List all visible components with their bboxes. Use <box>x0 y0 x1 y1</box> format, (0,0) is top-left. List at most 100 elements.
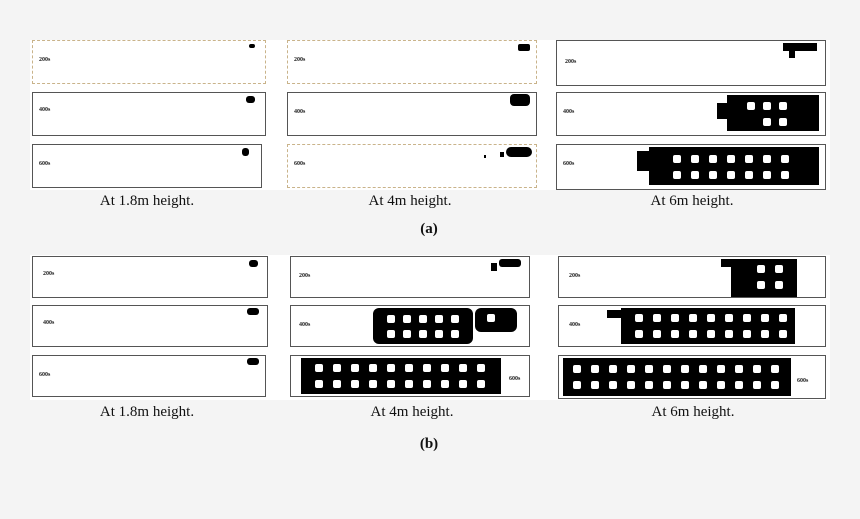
smoke-window <box>663 365 671 373</box>
smoke-window <box>771 381 779 389</box>
smoke-window <box>727 155 735 163</box>
smoke-window <box>725 330 733 338</box>
snapshot-a-4m-200s: 200s <box>287 40 537 84</box>
panel-label: (b) <box>419 436 439 452</box>
smoke-window <box>351 364 359 372</box>
smoke-window <box>369 364 377 372</box>
time-label: 600s <box>39 161 51 167</box>
snapshot-a-1p8m-600s: 600s <box>32 144 262 188</box>
time-label: 600s <box>509 376 521 382</box>
smoke-window <box>689 314 697 322</box>
snapshot-b-4m-400s: 400s <box>290 305 530 347</box>
snapshot-a-4m-600s: 600s <box>287 144 537 188</box>
time-label: 400s <box>39 107 51 113</box>
smoke-patch <box>491 263 497 271</box>
panel-label: (a) <box>420 221 438 237</box>
smoke-window <box>609 381 617 389</box>
smoke-window <box>591 381 599 389</box>
smoke-patch <box>789 50 795 58</box>
smoke-window <box>745 171 753 179</box>
smoke-window <box>709 171 717 179</box>
time-label: 200s <box>299 273 311 279</box>
smoke-window <box>405 380 413 388</box>
snapshot-b-4m-600s: 600s <box>290 355 530 397</box>
smoke-window <box>681 365 689 373</box>
time-label: 400s <box>43 320 55 326</box>
smoke-window <box>635 330 643 338</box>
smoke-window <box>387 330 395 338</box>
time-label: 400s <box>299 322 311 328</box>
smoke-window <box>671 314 679 322</box>
smoke-window <box>419 330 427 338</box>
smoke-window <box>743 314 751 322</box>
smoke-window <box>333 364 341 372</box>
smoke-window <box>387 364 395 372</box>
snapshot-b-4m-200s: 200s <box>290 256 530 298</box>
smoke-window <box>717 365 725 373</box>
smoke-window <box>775 265 783 273</box>
smoke-window <box>635 314 643 322</box>
smoke-window <box>403 330 411 338</box>
column-caption: At 1.8m height. <box>99 193 195 209</box>
smoke-patch <box>475 308 517 332</box>
smoke-window <box>423 380 431 388</box>
smoke-window <box>761 314 769 322</box>
time-label: 200s <box>39 57 51 63</box>
smoke-patch <box>242 148 249 156</box>
snapshot-a-6m-200s: 200s <box>556 40 826 86</box>
smoke-window <box>591 365 599 373</box>
smoke-window <box>645 365 653 373</box>
smoke-window <box>761 330 769 338</box>
smoke-window <box>645 381 653 389</box>
smoke-window <box>689 330 697 338</box>
snapshot-a-6m-400s: 400s <box>556 92 826 136</box>
column-caption: At 4m height. <box>370 404 454 420</box>
smoke-window <box>781 171 789 179</box>
smoke-window <box>387 380 395 388</box>
smoke-window <box>753 365 761 373</box>
smoke-window <box>691 171 699 179</box>
smoke-window <box>315 364 323 372</box>
smoke-window <box>727 171 735 179</box>
smoke-window <box>451 330 459 338</box>
smoke-window <box>573 381 581 389</box>
snapshot-b-6m-200s: 200s <box>558 256 826 298</box>
snapshot-a-1p8m-200s: 200s <box>32 40 266 84</box>
smoke-window <box>369 380 377 388</box>
smoke-window <box>779 102 787 110</box>
time-label: 400s <box>563 109 575 115</box>
smoke-window <box>709 155 717 163</box>
smoke-window <box>775 281 783 289</box>
smoke-window <box>691 155 699 163</box>
smoke-window <box>779 330 787 338</box>
smoke-window <box>477 364 485 372</box>
snapshot-b-6m-400s: 400s <box>558 305 826 347</box>
smoke-window <box>671 330 679 338</box>
smoke-window <box>653 330 661 338</box>
smoke-window <box>699 381 707 389</box>
smoke-window <box>315 380 323 388</box>
smoke-window <box>405 364 413 372</box>
smoke-window <box>487 314 495 322</box>
smoke-window <box>763 118 771 126</box>
smoke-window <box>771 365 779 373</box>
smoke-window <box>717 381 725 389</box>
smoke-patch <box>649 147 819 185</box>
smoke-patch <box>783 43 817 51</box>
smoke-patch <box>563 358 791 396</box>
smoke-window <box>653 314 661 322</box>
snapshot-b-6m-600s: 600s <box>558 355 826 399</box>
smoke-patch <box>518 44 530 51</box>
smoke-window <box>757 265 765 273</box>
column-caption: At 6m height. <box>651 404 735 420</box>
snapshot-a-6m-600s: 600s <box>556 144 826 190</box>
smoke-patch <box>717 103 731 119</box>
smoke-window <box>441 364 449 372</box>
smoke-patch <box>500 152 504 157</box>
smoke-window <box>451 315 459 323</box>
time-label: 400s <box>294 109 306 115</box>
smoke-window <box>435 315 443 323</box>
smoke-window <box>735 365 743 373</box>
smoke-window <box>743 330 751 338</box>
smoke-window <box>573 365 581 373</box>
